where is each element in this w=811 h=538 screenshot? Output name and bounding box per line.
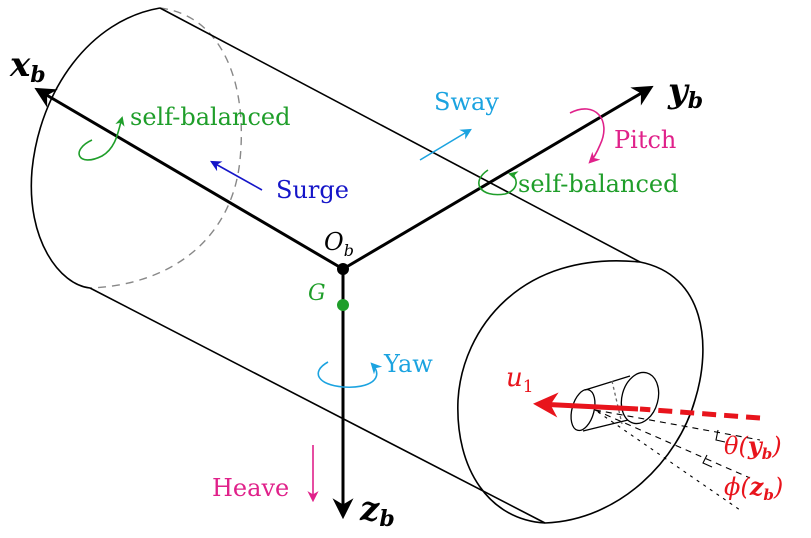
thruster-outer-ring [620, 371, 660, 425]
pitch-rotation-arrow [569, 108, 605, 164]
z-axis-label: zb [359, 489, 395, 532]
hull-top-line [159, 7, 641, 263]
thrust-force-label: u1 [506, 363, 534, 397]
rear-cap-visible-arc [30, 7, 161, 289]
origin-point [337, 263, 349, 275]
thruster-nozzle [570, 388, 596, 432]
surge-arrow [210, 160, 263, 191]
phi-angle-label: ϕ(zb) [724, 472, 783, 504]
y-axis-line [342, 85, 654, 271]
roll-self-balanced-label: self-balanced [130, 103, 290, 131]
sway-arrow [419, 128, 472, 161]
x-axis-line [34, 87, 344, 271]
y-roll-rotation-arrow [478, 169, 519, 196]
gravity-label: G [308, 281, 326, 306]
roll-rotation-arrow [78, 116, 125, 161]
surge-label: Surge [276, 176, 349, 204]
thrust-force-arrow [533, 392, 639, 418]
yaw-label: Yaw [383, 350, 433, 378]
pitch-label: Pitch [614, 126, 676, 154]
yaw-rotation-arrow [317, 361, 383, 388]
angle-right-marks [702, 429, 726, 468]
origin-label: Ob [324, 228, 354, 260]
cylinder-hull [30, 7, 704, 524]
y-axis-label: yb [667, 71, 703, 114]
gravity-point [337, 299, 349, 311]
theta-angle-label: θ(yb) [724, 431, 782, 463]
thruster [570, 371, 660, 432]
thrust-axis-dashed [639, 406, 761, 421]
sway-label: Sway [434, 88, 499, 116]
pitch-self-balanced-label: self-balanced [518, 170, 678, 198]
x-axis-label: xb [9, 45, 46, 88]
front-cap-ellipse [457, 260, 704, 524]
hull-bottom-line [89, 287, 546, 524]
thrust-angle-lines [594, 409, 761, 511]
heave-label: Heave [212, 474, 289, 502]
rear-cap-hidden-arc [89, 7, 242, 289]
